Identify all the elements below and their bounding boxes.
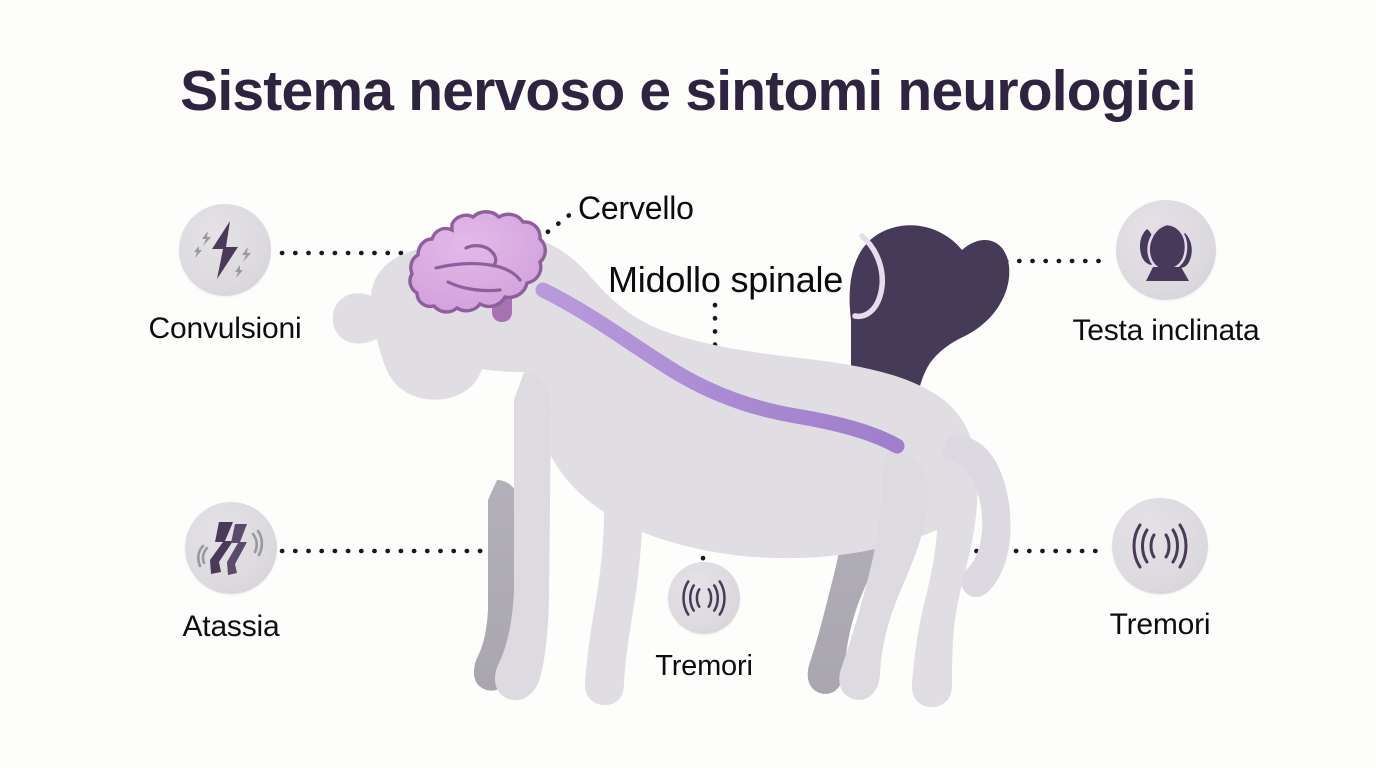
symptom-node-tremori-destra[interactable]: Tremori	[1060, 498, 1260, 642]
symptom-label: Tremori	[1109, 608, 1211, 641]
symptom-icon-circle	[179, 204, 271, 296]
connector-cervello	[524, 210, 575, 251]
vibration-waves-icon	[682, 580, 726, 616]
anatomy-label-midollo-spinale: Midollo spinale	[608, 259, 844, 300]
symptom-node-testa-inclinata[interactable]: Testa inclinata	[1038, 200, 1294, 348]
symptom-node-tremori-centro[interactable]: Tremori	[630, 562, 778, 683]
dog-body-silhouette	[332, 233, 1011, 708]
symptom-icon-circle	[185, 502, 277, 594]
symptom-label: Tremori	[655, 650, 753, 682]
symptom-icon-circle	[1116, 200, 1216, 300]
symptom-label: Testa inclinata	[1072, 314, 1260, 347]
vibration-waves-icon	[1132, 523, 1188, 569]
symptom-node-atassia[interactable]: Atassia	[108, 502, 354, 644]
spinal-cord	[535, 282, 905, 454]
brain	[408, 210, 547, 322]
symptom-label: Convulsioni	[148, 312, 302, 345]
anatomy-label-cervello: Cervello	[578, 190, 694, 226]
lightning-bolt-icon	[194, 221, 251, 279]
tilted-dog-head-icon	[1139, 222, 1192, 281]
symptom-node-convulsioni[interactable]: Convulsioni	[102, 204, 348, 346]
symptom-label: Atassia	[182, 610, 280, 643]
wobbly-legs-icon	[197, 522, 264, 575]
page-title: Sistema nervoso e sintomi neurologici	[180, 59, 1196, 123]
symptom-icon-circle	[1112, 498, 1208, 594]
symptom-icon-circle	[668, 562, 740, 634]
dark-dog-head-overlay	[849, 225, 1010, 406]
